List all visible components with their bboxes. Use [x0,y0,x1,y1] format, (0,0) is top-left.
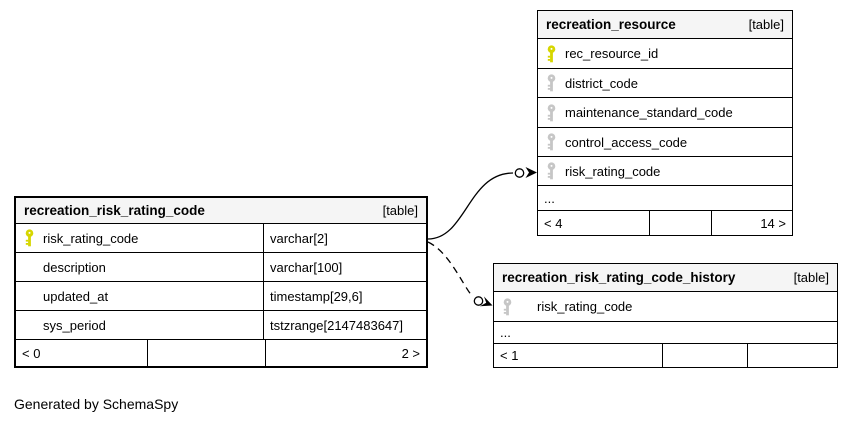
column-name: district_code [565,75,638,91]
key-spacer [24,287,35,305]
table-header[interactable]: recreation_risk_rating_code_history [tab… [494,264,837,292]
column-name: risk_rating_code [537,299,633,314]
key-spacer [24,316,35,334]
primary-key-icon [546,44,557,63]
column-name: risk_rating_code [565,163,661,179]
column-name: control_access_code [565,134,688,150]
table-title[interactable]: recreation_risk_rating_code_history [502,269,736,285]
foreign-key-icon [546,133,557,151]
column-name: description [43,259,106,275]
relationship-circle-terminator [514,168,525,178]
table-row: risk_rating_code varchar[2] [16,224,426,253]
table-tag: [table] [793,270,829,285]
table-recreation-risk-rating-code: recreation_risk_rating_code [table] risk… [14,196,428,368]
column-type: tstzrange[2147483647] [263,311,426,339]
footer-children-count: 2 > [265,340,426,366]
table-footer: < 0 2 > [16,340,426,366]
table-row: description varchar[100] [16,253,426,282]
ellipsis-row: ... [494,322,837,344]
footer-parents-count: < 4 [544,215,563,231]
ellipsis-row: ... [538,186,792,211]
table-tag: [table] [748,17,784,32]
table-title[interactable]: recreation_resource [546,16,676,32]
table-tag: [table] [382,203,418,218]
relationship-arrowhead [525,167,537,178]
footer-middle-cell [147,340,265,366]
foreign-key-icon [546,74,557,92]
column-type: timestamp[29,6] [263,282,426,310]
table-row: district_code [538,69,792,98]
table-footer: < 4 14 > [538,211,792,235]
column-name: maintenance_standard_code [565,105,733,120]
footer-parents-count: < 1 [500,348,519,363]
footer-children-count: 14 > [711,211,792,235]
table-header[interactable]: recreation_resource [table] [538,11,792,39]
table-row: control_access_code [538,128,792,157]
table-row: sys_period tstzrange[2147483647] [16,311,426,340]
footer-children-count [747,344,837,367]
column-name: rec_resource_id [565,46,659,61]
column-name: risk_rating_code [43,230,139,246]
table-header[interactable]: recreation_risk_rating_code [table] [16,198,426,224]
column-name: sys_period [43,317,106,333]
relationship-circle-terminator [473,296,484,306]
table-row: updated_at timestamp[29,6] [16,282,426,311]
table-row: risk_rating_code [494,292,837,322]
primary-key-icon [24,229,35,247]
column-name: updated_at [43,288,109,304]
relationship-line-solid [427,172,514,240]
foreign-key-icon [502,297,513,316]
table-footer: < 1 [494,344,837,367]
foreign-key-icon [546,103,557,122]
table-recreation-resource: recreation_resource [table] rec_resource… [537,10,793,236]
table-title[interactable]: recreation_risk_rating_code [24,202,205,218]
table-recreation-risk-rating-code-history: recreation_risk_rating_code_history [tab… [493,263,838,368]
relationship-line-dashed [427,241,473,297]
table-row: rec_resource_id [538,39,792,69]
table-row: risk_rating_code [538,157,792,186]
generator-note: Generated by SchemaSpy [14,396,179,412]
column-type: varchar[100] [263,253,426,281]
footer-middle-cell [649,211,711,235]
table-row: maintenance_standard_code [538,98,792,128]
footer-parents-count: < 0 [22,345,41,361]
footer-middle-cell [662,344,747,367]
relationship-arrowhead [479,296,493,307]
key-spacer [24,258,35,276]
column-type: varchar[2] [263,224,426,252]
foreign-key-icon [546,162,557,180]
